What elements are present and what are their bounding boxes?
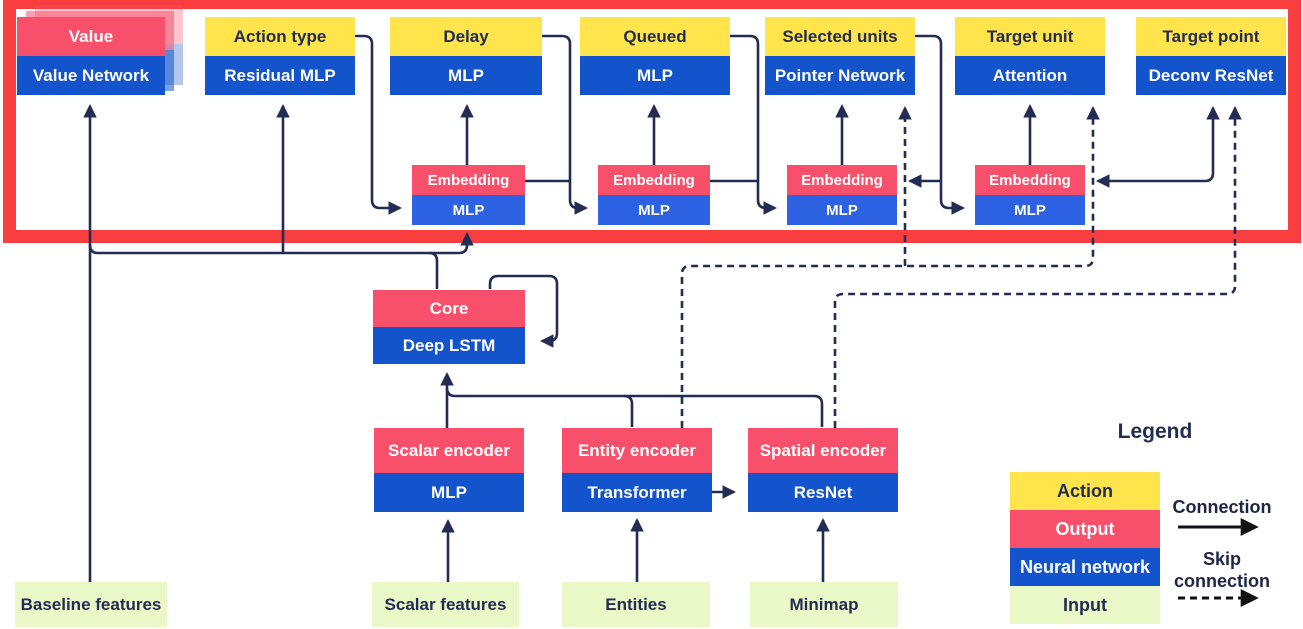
- scalar-encoder-label: Scalar encoder: [374, 428, 524, 473]
- legend-swatches: Action Output Neural network Input: [1010, 472, 1160, 624]
- input-minimap: Minimap: [750, 582, 898, 627]
- skip-connections: [680, 105, 1242, 428]
- embedding-1-network-label: MLP: [412, 195, 525, 225]
- spatial-encoder-network-label: ResNet: [748, 473, 898, 512]
- input-scalar-features: Scalar features: [372, 582, 519, 627]
- embedding-2-network-label: MLP: [598, 195, 710, 225]
- legend-action-swatch: Action: [1010, 472, 1160, 510]
- legend-output-swatch: Output: [1010, 510, 1160, 548]
- embedding-2-label: Embedding: [598, 165, 710, 195]
- scalar-encoder: Scalar encoder MLP: [374, 428, 524, 512]
- head-target-unit: Target unit Attention: [955, 17, 1105, 95]
- embedding-1: Embedding MLP: [412, 165, 525, 225]
- highlight-frame: [3, 0, 1301, 243]
- target-unit-network-label: Attention: [955, 56, 1105, 95]
- spatial-encoder-label: Spatial encoder: [748, 428, 898, 473]
- embedding-3-network-label: MLP: [787, 195, 897, 225]
- embedding-4-label: Embedding: [975, 165, 1085, 195]
- selected-units-network-label: Pointer Network: [765, 56, 915, 95]
- embedding-2: Embedding MLP: [598, 165, 710, 225]
- entity-encoder-label: Entity encoder: [562, 428, 712, 473]
- embedding-3-label: Embedding: [787, 165, 897, 195]
- head-action-type: Action type Residual MLP: [205, 17, 355, 95]
- legend-skip-connection-label: Skip connection: [1173, 549, 1270, 591]
- selected-units-label: Selected units: [765, 17, 915, 56]
- core-network-label: Deep LSTM: [373, 327, 525, 364]
- legend-arrows: [1178, 518, 1259, 607]
- legend-connection-label: Connection: [1172, 497, 1272, 517]
- embedding-4: Embedding MLP: [975, 165, 1085, 225]
- input-entities: Entities: [562, 582, 710, 627]
- scalar-encoder-network-label: MLP: [374, 473, 524, 512]
- spatial-encoder: Spatial encoder ResNet: [748, 428, 898, 512]
- head-delay: Delay MLP: [390, 17, 542, 95]
- head-value: Value Value Network: [17, 17, 165, 95]
- core-label: Core: [373, 290, 525, 327]
- delay-label: Delay: [390, 17, 542, 56]
- value-output-label: Value: [17, 17, 165, 56]
- solid-connections: [83, 34, 1220, 587]
- legend-neural-network-swatch: Neural network: [1010, 548, 1160, 586]
- delay-network-label: MLP: [390, 56, 542, 95]
- input-baseline-features: Baseline features: [15, 582, 167, 627]
- value-network-label: Value Network: [17, 56, 165, 95]
- entity-encoder: Entity encoder Transformer: [562, 428, 712, 512]
- queued-label: Queued: [580, 17, 730, 56]
- core: Core Deep LSTM: [373, 290, 525, 364]
- target-unit-label: Target unit: [955, 17, 1105, 56]
- embedding-1-label: Embedding: [412, 165, 525, 195]
- embedding-4-network-label: MLP: [975, 195, 1085, 225]
- target-point-network-label: Deconv ResNet: [1136, 56, 1286, 95]
- action-type-network-label: Residual MLP: [205, 56, 355, 95]
- action-type-label: Action type: [205, 17, 355, 56]
- embedding-3: Embedding MLP: [787, 165, 897, 225]
- head-queued: Queued MLP: [580, 17, 730, 95]
- head-target-point: Target point Deconv ResNet: [1136, 17, 1286, 95]
- target-point-label: Target point: [1136, 17, 1286, 56]
- queued-network-label: MLP: [580, 56, 730, 95]
- entity-encoder-network-label: Transformer: [562, 473, 712, 512]
- head-selected-units: Selected units Pointer Network: [765, 17, 915, 95]
- legend-title: Legend: [1117, 420, 1193, 443]
- legend-input-swatch: Input: [1010, 586, 1160, 624]
